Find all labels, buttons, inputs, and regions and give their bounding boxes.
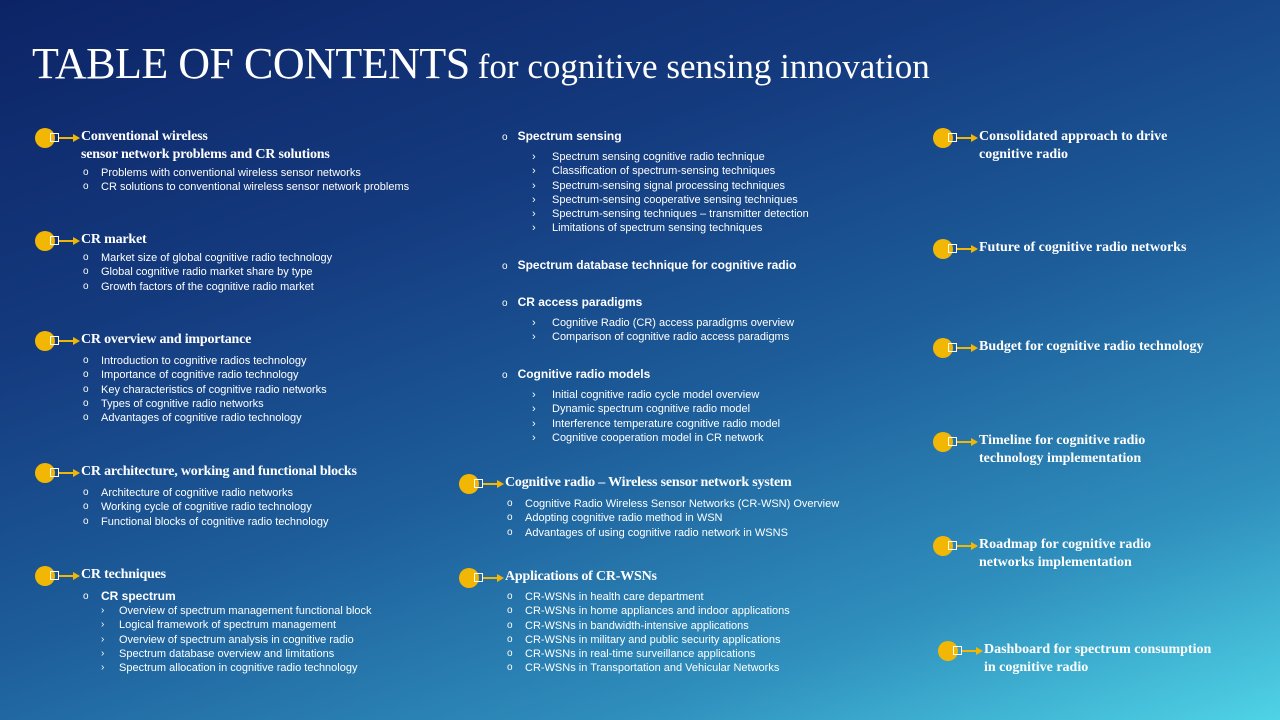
sub-list-item: ›Dynamic spectrum cognitive radio model: [532, 403, 751, 416]
sub-list-access-paradigms: ›Cognitive Radio (CR) access paradigms o…: [532, 316, 794, 345]
section-title: CR overview and importance: [81, 332, 252, 347]
sub-list-item: ›Interference temperature cognitive radi…: [532, 417, 781, 430]
bullet-arrow-icon: [35, 463, 85, 485]
bullet-arrow-icon: [35, 128, 85, 150]
bullet-arrow-icon: [933, 128, 983, 150]
section-title: Applications of CR-WSNs: [505, 569, 657, 584]
sub-list-spectrum-sensing: ›Spectrum sensing cognitive radio techni…: [532, 150, 809, 236]
bullet-arrow-icon: [35, 331, 85, 353]
sub-list-item: ›Comparison of cognitive radio access pa…: [532, 331, 790, 344]
sub-list-item: ›Spectrum allocation in cognitive radio …: [101, 662, 358, 675]
bullet-arrow-icon: [35, 231, 85, 253]
bullet-arrow-icon: [35, 566, 85, 588]
sub-list-item: ›Spectrum sensing cognitive radio techni…: [532, 151, 765, 163]
bullet-arrow-icon: [933, 536, 983, 558]
section-title: CR architecture, working and functional …: [81, 464, 357, 479]
title-sub: for cognitive sensing innovation: [477, 47, 930, 86]
bullet-arrow-icon: [933, 432, 983, 454]
sub-list-item: ›Spectrum database overview and limitati…: [101, 647, 335, 660]
sub-list-item: ›Cognitive cooperation model in CR netwo…: [532, 431, 764, 444]
sub-list-item: ›Spectrum-sensing cooperative sensing te…: [532, 193, 798, 206]
bullet-arrow-icon: [938, 641, 988, 663]
section-title: CR techniques: [81, 567, 166, 582]
sub-list-item: ›Spectrum-sensing techniques – transmitt…: [532, 208, 809, 221]
sub-list-item: ›Logical framework of spectrum managemen…: [101, 619, 337, 632]
sub-list-item: ›Overview of spectrum management functio…: [101, 605, 372, 617]
section-title: CR market: [81, 232, 147, 247]
sub-list-item: ›Spectrum-sensing signal processing tech…: [532, 179, 785, 192]
sub-list-radio-models: ›Initial cognitive radio cycle model ove…: [532, 388, 780, 445]
title-main: TABLE OF CONTENTS: [32, 39, 470, 88]
section-title: Future of cognitive radio networks: [979, 240, 1187, 255]
sub-list-item: ›Cognitive Radio (CR) access paradigms o…: [532, 317, 795, 329]
sub-item-list: ›Overview of spectrum management functio…: [101, 604, 372, 675]
sub-list-item: ›Limitations of spectrum sensing techniq…: [532, 222, 763, 235]
bullet-arrow-icon: [933, 338, 983, 360]
bullet-arrow-icon: [459, 474, 509, 496]
bullet-arrow-icon: [933, 239, 983, 261]
section-title: Cognitive radio – Wireless sensor networ…: [505, 475, 792, 490]
section-title: Budget for cognitive radio technology: [979, 339, 1204, 354]
sub-list-item: ›Classification of spectrum-sensing tech…: [532, 165, 776, 178]
sub-list-item: ›Initial cognitive radio cycle model ove…: [532, 389, 760, 401]
bullet-arrow-icon: [459, 568, 509, 590]
sub-list-item: ›Overview of spectrum analysis in cognit…: [101, 633, 354, 646]
